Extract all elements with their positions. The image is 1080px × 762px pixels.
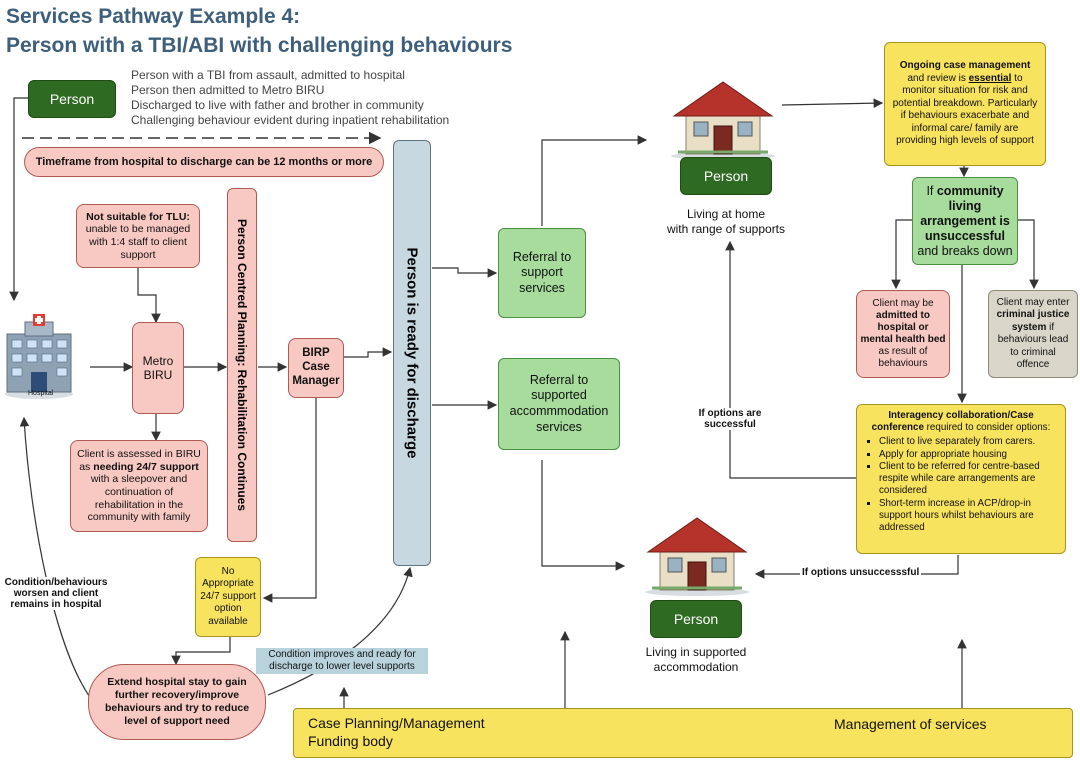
funding-body-label: Funding body <box>308 733 393 749</box>
intro-line: Discharged to live with father and broth… <box>131 98 424 112</box>
interagency-item: Apply for appropriate housing <box>879 449 1059 461</box>
hospital-icon <box>3 314 75 400</box>
if-options-unsuccessful-label: If options unsuccesssful <box>800 567 922 578</box>
if-community-bold: community living arrangement is unsucces… <box>920 183 1010 243</box>
if-community-post: and breaks down <box>917 243 1013 258</box>
person-centred-planning-bar: Person Centred Planning: Rehabilitation … <box>227 188 257 542</box>
if-community-unsuccessful-box: If community living arrangement is unsuc… <box>912 177 1018 265</box>
home-bottom-caption: Living in supported accommodation <box>620 645 772 675</box>
not-suitable-tlu-box: Not suitable for TLU:unable to be manage… <box>76 204 200 268</box>
pcp-vertical-label: Person Centred Planning: Rehabilitation … <box>235 218 249 512</box>
interagency-title-post: required to consider options: <box>923 422 1051 434</box>
title-line-2: Person with a TBI/ABI with challenging b… <box>6 34 513 57</box>
home-top-caption: Living at home with range of supports <box>648 207 804 237</box>
house-top-icon <box>668 78 778 160</box>
ongoing-bold-2: essential <box>968 72 1012 84</box>
timeframe-pill: Timeframe from hospital to discharge can… <box>24 147 384 177</box>
interagency-title: Interagency collaboration/Case conferenc… <box>871 410 1034 434</box>
person-home-node[interactable]: Person <box>680 157 772 195</box>
ongoing-case-management-box: Ongoing case management and review is es… <box>884 42 1046 166</box>
referral-support-services-node[interactable]: Referral to support services <box>498 228 586 318</box>
ongoing-text-1: and review is <box>907 72 969 84</box>
condition-improves-label: Condition improves and ready for dischar… <box>256 648 428 674</box>
person-accommodation-node[interactable]: Person <box>650 600 742 638</box>
intro-line: Challenging behaviour evident during inp… <box>131 113 450 127</box>
metro-biru-node[interactable]: Metro BIRU <box>132 322 184 414</box>
case-planning-label: Case Planning/Management <box>308 715 485 731</box>
not-suitable-text: unable to be managed with 1:4 staff to c… <box>85 223 191 261</box>
if-options-successful-label: If options are successful <box>690 408 770 430</box>
extend-hospital-stay-box: Extend hospital stay to gain further rec… <box>88 664 266 740</box>
hospital-label: Hospital <box>28 390 54 397</box>
ongoing-bold-1: Ongoing case management <box>899 60 1031 72</box>
criminal-pre: Client may enter <box>996 296 1070 308</box>
ongoing-text-2: to monitor situation for risk and potent… <box>892 72 1038 147</box>
house-bottom-icon <box>642 514 752 596</box>
management-services-label: Management of services <box>834 716 987 732</box>
interagency-box: Interagency collaboration/Case conferenc… <box>856 404 1066 554</box>
assessed-post: with a sleepover and continuation of reh… <box>87 473 191 524</box>
assessed-bold: needing 24/7 support <box>93 460 199 473</box>
criminal-bold: criminal justice system <box>996 309 1070 333</box>
intro-line: Person with a TBI from assault, admitted… <box>131 68 405 82</box>
no-appropriate-box: No Appropriate 24/7 support option avail… <box>195 557 261 637</box>
criminal-post: if behaviours lead to criminal offence <box>997 321 1069 371</box>
ready-vertical-label: Person is ready for discharge <box>403 247 421 459</box>
home-bottom-caption-2: accommodation <box>653 660 739 674</box>
assessed-box: Client is assessed in BIRU as needing 24… <box>70 440 208 532</box>
interagency-item: Short-term increase in ACP/drop-in suppo… <box>879 498 1059 535</box>
assessed-pre: Client is assessed in BIRU as <box>77 448 201 473</box>
intro-line: Person then admitted to Metro BIRU <box>131 83 325 97</box>
intro-text: Person with a TBI from assault, admitted… <box>131 68 449 128</box>
interagency-item: Client to be referred for centre-based r… <box>879 461 1059 498</box>
referral-accommodation-node[interactable]: Referral to supported accommmodation ser… <box>498 358 620 450</box>
birp-case-manager-node[interactable]: BIRP Case Manager <box>288 338 344 398</box>
if-community-pre: If <box>926 183 937 198</box>
bottom-bar: Case Planning/Management Funding body Ma… <box>293 708 1073 758</box>
interagency-item: Client to live separately from carers. <box>879 436 1059 448</box>
admitted-post: as result of behaviours <box>878 346 928 369</box>
home-bottom-caption-1: Living in supported <box>645 645 747 659</box>
admitted-bold: admitted to hospital or mental health be… <box>860 310 946 345</box>
admitted-pre: Client may be <box>872 298 934 309</box>
ready-for-discharge-bar: Person is ready for discharge <box>393 140 431 566</box>
person-start-node[interactable]: Person <box>28 80 116 118</box>
not-suitable-bold: Not suitable for TLU: <box>86 210 190 223</box>
admitted-hospital-box: Client may be admitted to hospital or me… <box>856 290 950 378</box>
home-top-caption-2: with range of supports <box>666 222 786 236</box>
home-top-caption-1: Living at home <box>686 207 766 221</box>
criminal-justice-box: Client may enter criminal justice system… <box>988 290 1078 378</box>
condition-worsen-label: Condition/behaviours worsen and client r… <box>0 577 112 610</box>
title-line-1: Services Pathway Example 4: <box>6 5 301 28</box>
